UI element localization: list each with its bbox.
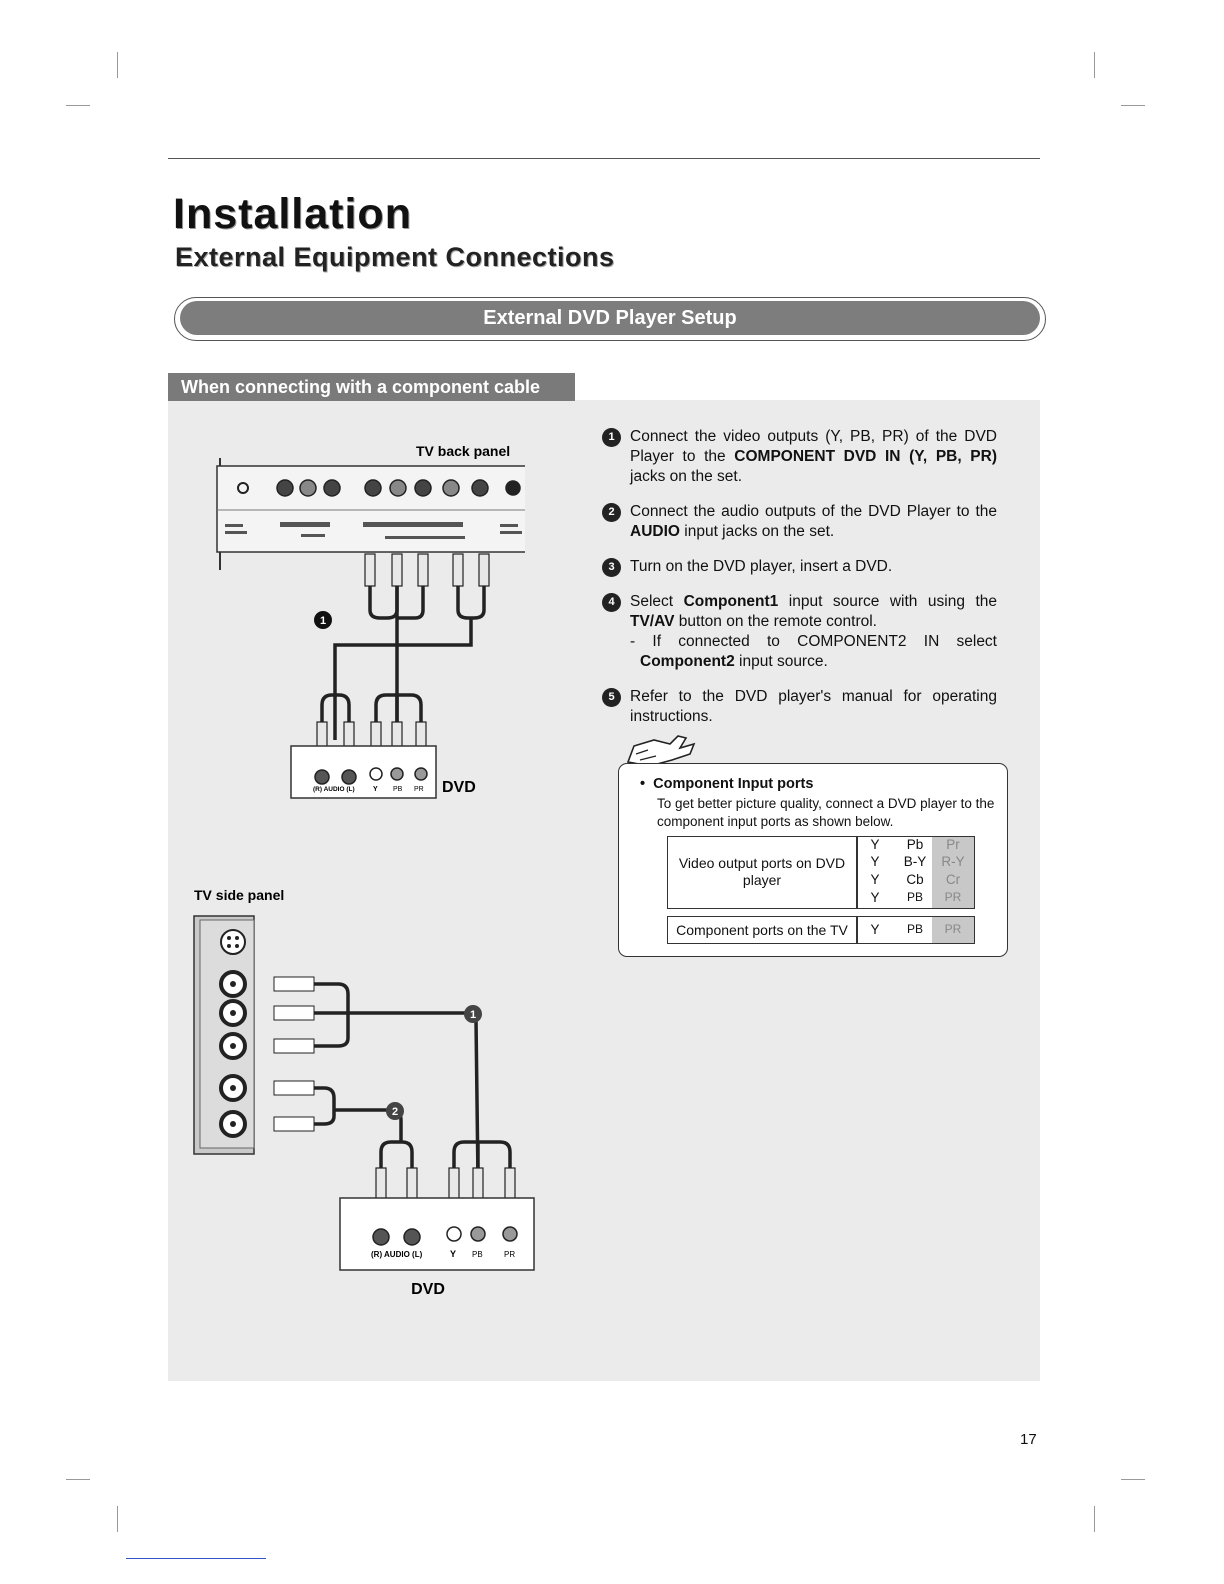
instruction-steps: 1 Connect the video outputs (Y, PB, PR) … — [602, 427, 997, 742]
svg-text:1: 1 — [320, 615, 326, 627]
page-title: Installation — [173, 190, 412, 238]
header-rule — [168, 158, 1040, 159]
svg-text:1: 1 — [470, 1009, 476, 1021]
crop-mark — [1121, 1479, 1145, 1480]
callout-2-bottom — [386, 1102, 404, 1120]
jack-icon — [237, 482, 249, 494]
note-hand-icon — [626, 735, 696, 767]
side-plugs — [273, 976, 315, 1132]
crop-mark — [1094, 52, 1095, 78]
page-number: 17 — [1020, 1431, 1037, 1448]
dvd-label-top: DVD — [442, 779, 476, 796]
svg-text:PR: PR — [504, 1250, 515, 1259]
svg-text:(R) AUDIO (L): (R) AUDIO (L) — [313, 786, 355, 793]
step-4: 4 Select Component1 input source with us… — [602, 592, 997, 672]
tv-back-panel — [216, 465, 525, 553]
step-2: 2 Connect the audio outputs of the DVD P… — [602, 502, 997, 542]
section-tab: When connecting with a component cable — [168, 373, 575, 401]
crop-mark — [117, 1506, 118, 1532]
dvd-label-bottom: DVD — [411, 1281, 445, 1298]
crop-mark — [66, 105, 90, 106]
svg-text:PR: PR — [414, 786, 424, 793]
tv-ports-table: Component ports on the TV Y PB PR — [667, 916, 975, 944]
step-5: 5 Refer to the DVD player's manual for o… — [602, 687, 997, 727]
cable-plugs-top — [364, 553, 490, 587]
svg-text:(R) AUDIO (L): (R) AUDIO (L) — [371, 1250, 423, 1259]
svg-text:PB: PB — [393, 786, 403, 793]
side-panel-diagram: TV side panel 1 2 (R) AUDIO (L) Y P — [193, 887, 535, 1298]
step-3: 3 Turn on the DVD player, insert a DVD. — [602, 557, 997, 577]
svg-text:Y: Y — [373, 786, 378, 793]
note-heading: • Component Input ports — [640, 776, 814, 792]
svg-text:2: 2 — [392, 1106, 398, 1118]
output-ports-table: Video output ports on DVD player Y Pb Pr… — [667, 836, 975, 909]
back-panel-diagram: TV back panel 1 — [216, 443, 525, 799]
crop-mark — [117, 52, 118, 78]
panel-port-markings — [225, 522, 522, 539]
link-underline — [126, 1558, 266, 1559]
dvd-player-bottom — [339, 1197, 535, 1271]
crop-mark — [1121, 105, 1145, 106]
svg-text:PB: PB — [472, 1250, 483, 1259]
jack-row — [276, 479, 521, 497]
tv-back-panel-label: TV back panel — [416, 443, 510, 459]
table-row-label: Video output ports on DVD player — [678, 855, 846, 888]
section-banner: External DVD Player Setup — [180, 301, 1040, 335]
banner-frame — [174, 297, 1046, 341]
side-panel-jacks — [219, 929, 247, 1138]
component-cable — [333, 586, 486, 740]
page-subtitle: External Equipment Connections — [175, 242, 615, 272]
crop-mark — [66, 1479, 90, 1480]
dvd-player-top — [290, 745, 437, 799]
crop-mark — [1094, 1506, 1095, 1532]
callout-1 — [314, 611, 332, 629]
note-body: To get better picture quality, connect a… — [657, 796, 995, 829]
step-1: 1 Connect the video outputs (Y, PB, PR) … — [602, 427, 997, 487]
callout-1-bottom — [464, 1005, 482, 1023]
tv-side-panel-label: TV side panel — [194, 887, 284, 903]
step-4-sub: - If connected to COMPONENT2 IN select C… — [630, 633, 997, 670]
svg-text:Y: Y — [450, 1249, 456, 1259]
